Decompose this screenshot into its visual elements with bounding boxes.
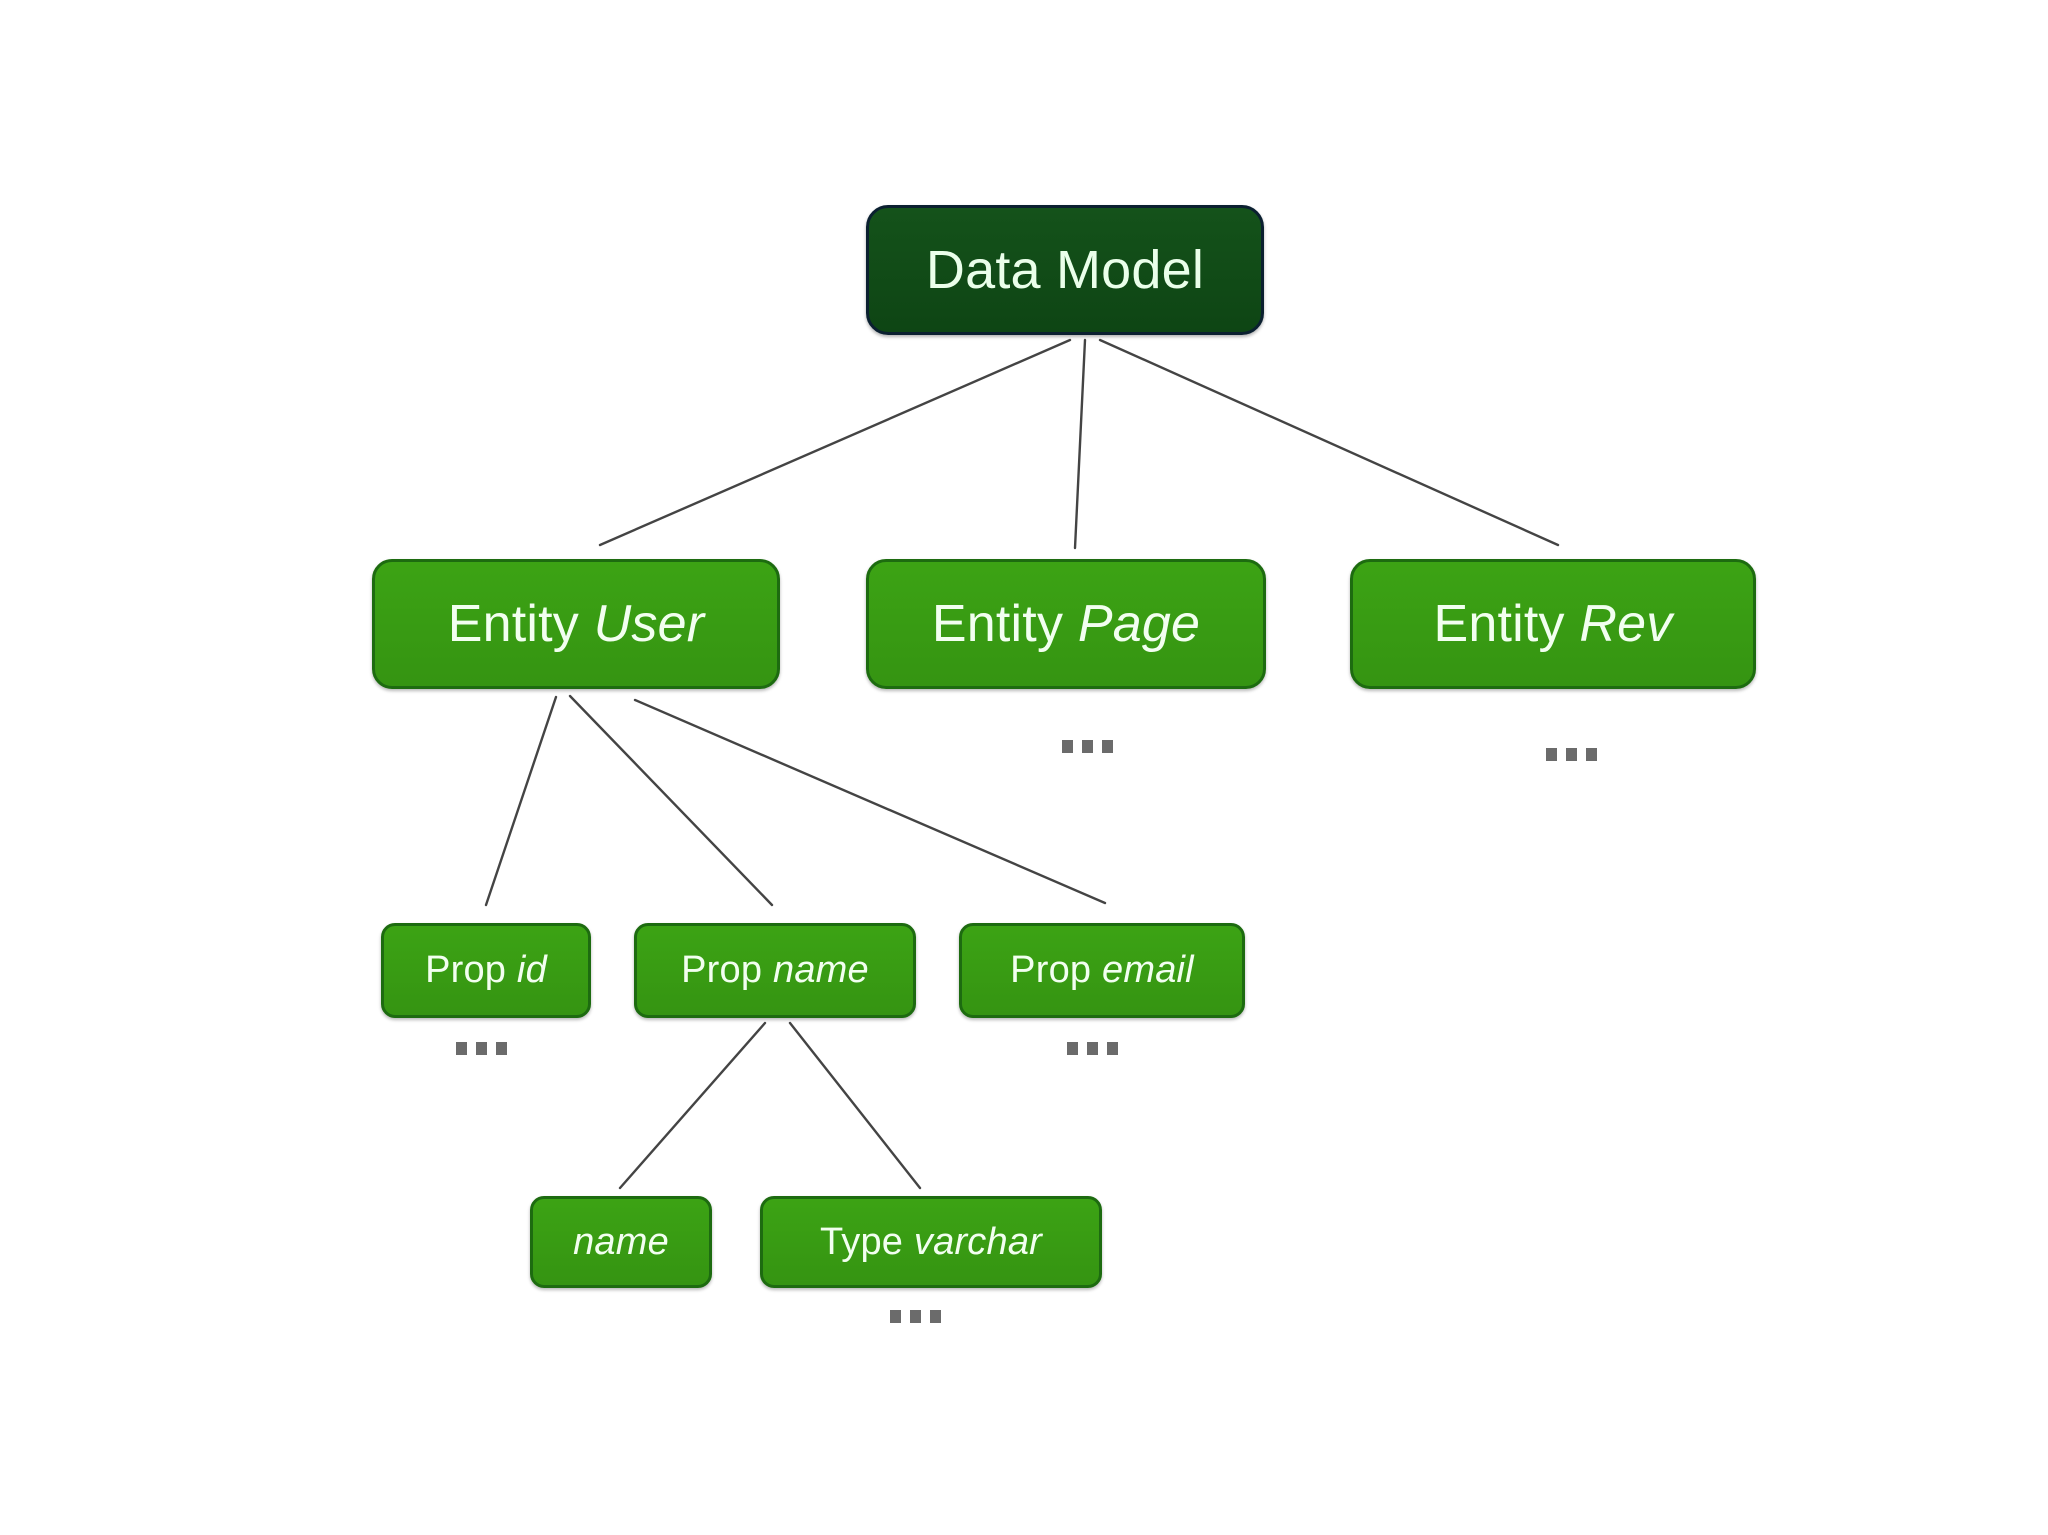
node-entity-page-value: Page bbox=[1077, 595, 1201, 653]
ellipsis-dot bbox=[1102, 740, 1113, 753]
edge-root-to-entity-user bbox=[598, 338, 1072, 547]
node-entity-rev-value: Rev bbox=[1579, 595, 1673, 653]
edge-root-to-entity-page bbox=[1073, 338, 1087, 550]
node-prop-email-value: email bbox=[1102, 949, 1194, 991]
node-prop-id-label: Prop id bbox=[425, 949, 547, 992]
node-entity-user-label: Entity User bbox=[448, 594, 705, 654]
node-leaf-name-label: name bbox=[573, 1221, 669, 1264]
ellipsis-dot bbox=[930, 1310, 941, 1323]
ellipsis-dot bbox=[496, 1042, 507, 1055]
edge-prop-name-to-leaf-name bbox=[618, 1021, 767, 1190]
node-entity-rev-keyword: Entity bbox=[1433, 595, 1565, 653]
node-prop-id-keyword: Prop bbox=[425, 949, 507, 991]
ellipsis-dot bbox=[1062, 740, 1073, 753]
ellipsis-under-entity-rev bbox=[1546, 748, 1597, 761]
node-prop-name[interactable]: Prop name bbox=[634, 923, 916, 1018]
node-prop-name-keyword: Prop bbox=[681, 949, 763, 991]
ellipsis-dot bbox=[1087, 1042, 1098, 1055]
node-prop-email-label: Prop email bbox=[1010, 949, 1194, 992]
node-prop-id[interactable]: Prop id bbox=[381, 923, 591, 1018]
node-entity-rev-label: Entity Rev bbox=[1434, 594, 1673, 654]
node-entity-user-keyword: Entity bbox=[447, 595, 579, 653]
ellipsis-dot bbox=[1107, 1042, 1118, 1055]
node-prop-name-value: name bbox=[772, 949, 869, 991]
node-prop-email[interactable]: Prop email bbox=[959, 923, 1245, 1018]
edge-entity-user-to-prop-id bbox=[484, 695, 558, 907]
edge-entity-user-to-prop-name bbox=[568, 694, 774, 907]
node-type-varchar-label: Type varchar bbox=[820, 1221, 1042, 1264]
node-entity-page-label: Entity Page bbox=[932, 594, 1200, 654]
edge-prop-name-to-type-varchar bbox=[788, 1021, 922, 1190]
node-entity-user-value: User bbox=[593, 595, 705, 653]
ellipsis-under-entity-page bbox=[1062, 740, 1113, 753]
node-prop-name-label: Prop name bbox=[681, 949, 869, 992]
ellipsis-under-type-varchar bbox=[890, 1310, 941, 1323]
ellipsis-dot bbox=[910, 1310, 921, 1323]
ellipsis-dot bbox=[1586, 748, 1597, 761]
node-data-model-label: Data Model bbox=[926, 239, 1204, 301]
node-data-model-keyword: Data Model bbox=[925, 240, 1205, 300]
ellipsis-dot bbox=[1566, 748, 1577, 761]
node-entity-page-keyword: Entity bbox=[931, 595, 1064, 653]
ellipsis-under-prop-email bbox=[1067, 1042, 1118, 1055]
ellipsis-under-prop-id bbox=[456, 1042, 507, 1055]
ellipsis-dot bbox=[1082, 740, 1093, 753]
node-prop-id-value: id bbox=[516, 949, 547, 991]
edge-entity-user-to-prop-email bbox=[633, 698, 1107, 905]
node-data-model[interactable]: Data Model bbox=[866, 205, 1264, 335]
node-prop-email-keyword: Prop bbox=[1010, 949, 1092, 991]
edge-root-to-entity-rev bbox=[1098, 338, 1560, 547]
ellipsis-dot bbox=[456, 1042, 467, 1055]
node-entity-page[interactable]: Entity Page bbox=[866, 559, 1266, 689]
node-entity-rev[interactable]: Entity Rev bbox=[1350, 559, 1756, 689]
ellipsis-dot bbox=[476, 1042, 487, 1055]
ellipsis-dot bbox=[1546, 748, 1557, 761]
ellipsis-dot bbox=[1067, 1042, 1078, 1055]
node-leaf-name-value: name bbox=[573, 1220, 669, 1263]
ellipsis-dot bbox=[890, 1310, 901, 1323]
node-type-varchar[interactable]: Type varchar bbox=[760, 1196, 1102, 1288]
node-entity-user[interactable]: Entity User bbox=[372, 559, 780, 689]
node-type-varchar-keyword: Type bbox=[819, 1220, 904, 1263]
node-leaf-name[interactable]: name bbox=[530, 1196, 712, 1288]
node-type-varchar-value: varchar bbox=[913, 1220, 1043, 1263]
